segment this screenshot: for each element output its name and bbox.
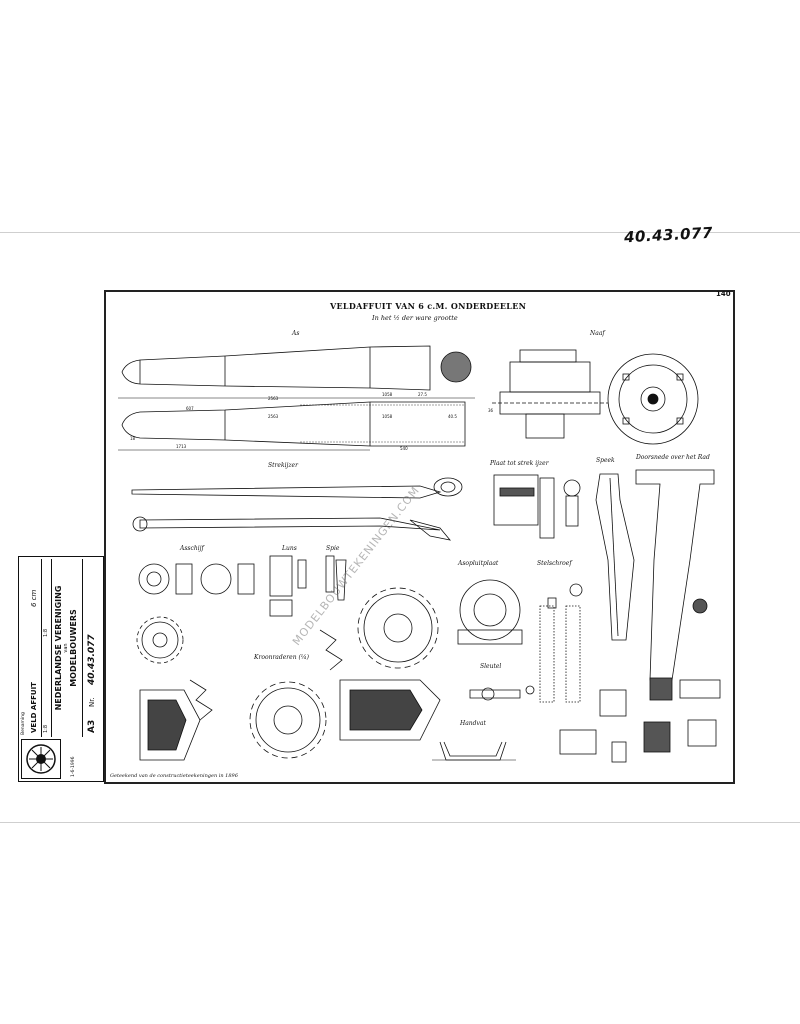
plate-page-number: 140: [716, 290, 731, 298]
benaming-row: VELD AFFUIT 6 cm: [29, 559, 42, 737]
dim-text: 1713: [176, 444, 187, 449]
org-row: NEDERLANDSE VERENIGING van MODELBOUWERS: [52, 559, 83, 737]
title-block: Benaming VELD AFFUIT 6 cm 1:8 1:8 NEDERL…: [18, 556, 104, 782]
label-stelschroef: Stelschroef: [537, 560, 572, 567]
label-doorsnede: Doorsnede over het Rad: [636, 454, 710, 461]
dim-text: 1058: [382, 414, 393, 419]
nr-value: 40.43.077: [87, 634, 97, 685]
dim-text: 2563: [268, 414, 279, 419]
date-value: 1-6-1996: [71, 756, 76, 777]
label-plaat: Plaat tot strek ijzer: [490, 460, 549, 467]
label-handvat: Handvat: [460, 720, 486, 727]
label-aanslagplaat: Asopluitplaat: [458, 560, 499, 567]
scale-value: 1:8: [43, 628, 49, 637]
label-speek: Speek: [596, 457, 615, 464]
label-naaf: Naaf: [590, 330, 605, 337]
label-kroonraderen: Kroonraderen (¼): [254, 654, 309, 661]
dim-text: 540: [400, 446, 408, 451]
dim-text: 2563: [268, 396, 279, 401]
benaming-value: VELD AFFUIT: [30, 682, 38, 733]
label-luns: Luns: [282, 545, 297, 552]
label-spie: Spie: [326, 545, 340, 552]
plate-title: VELDAFFUIT VAN 6 c.M. ONDERDEELEN: [330, 301, 527, 311]
plate-footer-note: Geteekend van de constructieteekeningen …: [110, 773, 238, 779]
society-logo-icon: [21, 739, 61, 779]
kaliber-value: 6 cm: [30, 589, 38, 607]
dim-text: 36: [488, 408, 494, 413]
dim-text: 40.5: [448, 414, 457, 419]
number-row: A3 Nr. 40.43.077: [85, 559, 101, 737]
dim-text: 607: [186, 406, 194, 411]
label-sleutel: Sleutel: [480, 663, 502, 670]
dim-text: 18: [130, 436, 136, 441]
title-block-content: Benaming VELD AFFUIT 6 cm 1:8 1:8 NEDERL…: [18, 556, 104, 782]
dim-text: 27.5: [418, 392, 427, 397]
org-line-3: MODELBOUWERS: [69, 609, 78, 687]
label-strekijzer: Strekijzer: [268, 462, 298, 469]
scale-label: 1:8: [43, 724, 49, 733]
label-as: As: [292, 330, 300, 337]
plate-subtitle: In het ½ der ware grootte: [372, 314, 458, 322]
benaming-label: Benaming: [21, 712, 26, 735]
format-value: A3: [87, 719, 97, 733]
drawing-plate-frame: [104, 290, 735, 784]
label-asschijf: Asschijf: [180, 545, 204, 552]
scan-line-top: [0, 232, 800, 233]
org-line-1: NEDERLANDSE VERENIGING: [54, 585, 63, 711]
dim-text: 1058: [382, 392, 393, 397]
nr-label: Nr.: [88, 697, 96, 707]
scale-row: 1:8 1:8: [42, 559, 52, 737]
scan-line-bottom: [0, 822, 800, 823]
